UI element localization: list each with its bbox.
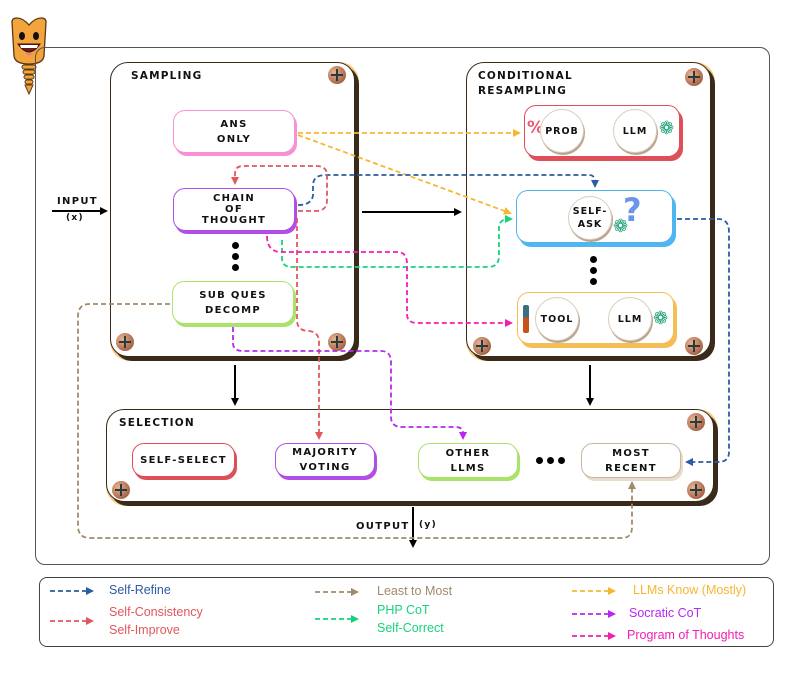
- llm-circle: LLM: [613, 109, 657, 153]
- self-select-node[interactable]: SELF-SELECT: [132, 443, 235, 477]
- input-variable: (x): [66, 213, 84, 223]
- screw-icon: [328, 66, 346, 84]
- majority-voting-line1: MAJORITY: [292, 447, 358, 458]
- sampling-title: SAMPLING: [131, 70, 203, 82]
- resampling-title-line1: CONDITIONAL: [478, 70, 573, 82]
- screwdriver-icon: [523, 305, 529, 333]
- most-recent-node[interactable]: MOST RECENT: [581, 443, 681, 478]
- cot-line1: CHAIN: [212, 193, 256, 204]
- self-ask-line2: ASK: [577, 219, 603, 230]
- screw-icon: [116, 333, 134, 351]
- tooth-mascot-icon: [11, 17, 47, 96]
- legend-swatches: [50, 587, 616, 640]
- screw-icon: [685, 68, 703, 86]
- legend-self-consistency: Self-Consistency: [109, 605, 203, 619]
- screw-icon: [687, 413, 705, 431]
- ans-only-line1: ANS: [220, 118, 248, 130]
- majority-voting-node[interactable]: MAJORITY VOTING: [275, 443, 375, 477]
- prob-circle: PROB: [540, 109, 584, 153]
- output-label: OUTPUT: [356, 521, 410, 532]
- self-ask-node[interactable]: SELF- ASK ? ❁: [516, 190, 673, 243]
- tool-llm-node[interactable]: TOOL LLM ❁: [517, 292, 674, 344]
- legend-self-correct: Self-Correct: [377, 621, 444, 635]
- llm-circle: LLM: [608, 297, 652, 341]
- screw-icon: [112, 481, 130, 499]
- legend-self-improve: Self-Improve: [109, 623, 180, 637]
- output-variable: (y): [419, 520, 437, 530]
- self-select-label: SELF-SELECT: [140, 454, 227, 466]
- sub-ques-line1: SUB QUES: [199, 289, 267, 301]
- chain-of-thought-node[interactable]: CHAIN OF THOUGHT: [173, 188, 295, 231]
- most-recent-line1: MOST: [612, 447, 650, 459]
- more-samples-ellipsis: [232, 242, 240, 275]
- screw-icon: [328, 333, 346, 351]
- sub-ques-decomp-node[interactable]: SUB QUES DECOMP: [172, 281, 294, 324]
- openai-logo-icon: ❁: [659, 118, 676, 139]
- legend-php-cot: PHP CoT: [377, 603, 430, 617]
- legend-least-to-most: Least to Most: [377, 584, 453, 598]
- legend-socratic-cot: Socratic CoT: [629, 606, 702, 620]
- sub-ques-line2: DECOMP: [204, 304, 262, 316]
- most-recent-line2: RECENT: [605, 462, 657, 474]
- legend-program-of-thoughts: Program of Thoughts: [627, 628, 745, 642]
- cot-line3: THOUGHT: [201, 215, 267, 226]
- legend-llms-know: LLMs Know (Mostly): [633, 583, 747, 597]
- tool-circle: TOOL: [535, 297, 579, 341]
- legend-self-refine: Self-Refine: [109, 583, 171, 597]
- other-llms-line2: LLMS: [450, 462, 486, 474]
- cot-line2: OF: [225, 204, 243, 215]
- ans-only-line2: ONLY: [216, 133, 252, 145]
- screw-icon: [687, 481, 705, 499]
- majority-voting-line2: VOTING: [299, 462, 351, 473]
- other-llms-line1: OTHER: [445, 447, 491, 459]
- openai-logo-icon: ❁: [613, 216, 630, 237]
- ans-only-node[interactable]: ANS ONLY: [173, 110, 295, 153]
- outer-frame: [35, 47, 770, 565]
- more-selectors-ellipsis: [536, 457, 565, 464]
- screw-icon: [473, 337, 491, 355]
- percent-icon: %: [527, 118, 546, 138]
- resampling-title-line2: RESAMPLING: [478, 85, 568, 97]
- openai-logo-icon: ❁: [653, 308, 670, 329]
- self-ask-line1: SELF-: [572, 206, 608, 217]
- other-llms-node[interactable]: OTHER LLMS: [418, 443, 518, 478]
- screw-icon: [685, 337, 703, 355]
- legend: Self-Refine Self-Consistency Self-Improv…: [39, 577, 774, 647]
- self-ask-circle: SELF- ASK: [568, 196, 612, 240]
- more-resamples-ellipsis: [590, 256, 598, 289]
- prob-llm-node[interactable]: % PROB LLM ❁: [524, 105, 680, 157]
- selection-title: SELECTION: [119, 417, 195, 429]
- question-mark-icon: ?: [623, 191, 643, 229]
- input-label: INPUT: [57, 196, 98, 207]
